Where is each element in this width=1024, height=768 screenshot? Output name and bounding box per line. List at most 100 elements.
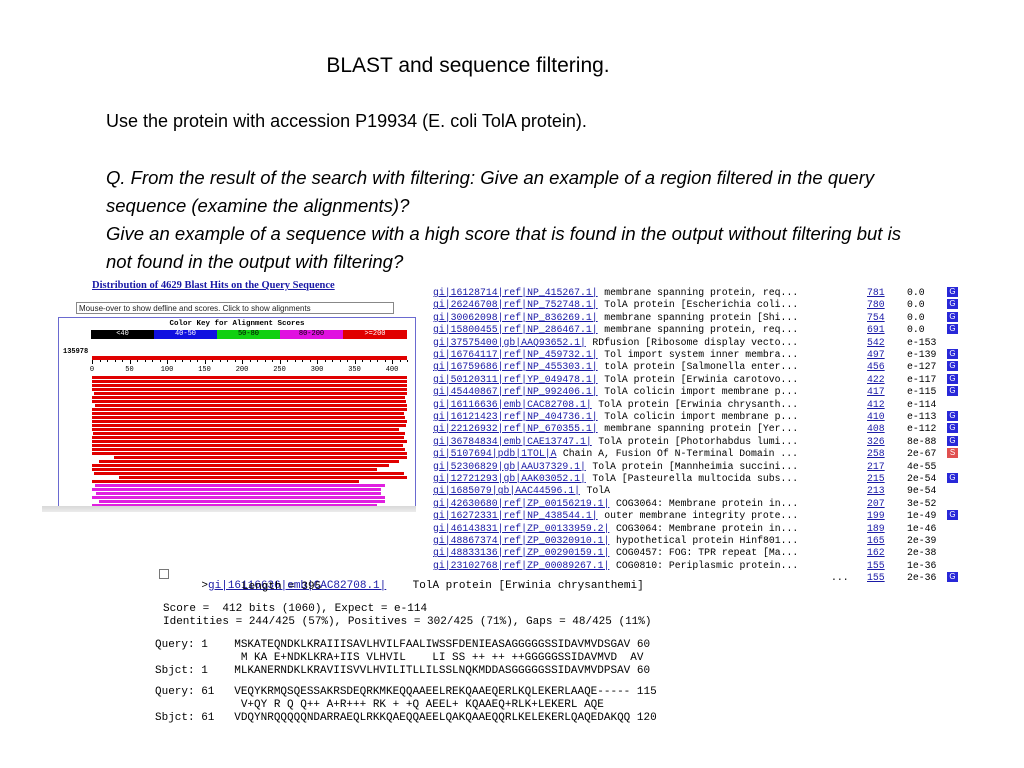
hit-id-link[interactable]: gi|36784834|emb|CAE13747.1| [433,435,592,447]
hit-score-link[interactable]: 155 [867,572,885,584]
hit-bar[interactable] [92,480,359,483]
hit-bar[interactable] [92,408,407,411]
hit-bar[interactable] [95,484,385,487]
hit-bar[interactable] [92,416,405,419]
hit-id-link[interactable]: gi|1685079|gb|AAC44596.1| [433,485,580,497]
hit-score-link[interactable]: 781 [867,287,885,298]
hit-score-link[interactable]: 165 [867,535,885,546]
hit-score-link[interactable]: 213 [867,485,885,497]
hit-score-link[interactable]: 780 [867,299,885,311]
hit-bar[interactable] [99,500,385,503]
hit-score-link[interactable]: 408 [867,423,885,435]
hit-score-link[interactable]: 189 [867,522,885,534]
hit-bar[interactable] [92,504,377,507]
hit-id-link[interactable]: gi|16272331|ref|NP_438544.1| [433,510,598,522]
gene-link-icon[interactable]: G [947,361,958,372]
gene-link-icon[interactable]: G [947,299,958,310]
hit-bar[interactable] [92,412,404,415]
alignment-hit-link[interactable]: gi|16116636|emb|CAC82708.1| [208,580,387,592]
hit-score-link[interactable]: 326 [867,435,885,447]
hit-id-link[interactable]: gi|52306829|gb|AAU37329.1| [433,460,586,472]
hit-bar[interactable] [92,464,389,467]
hit-bar[interactable] [119,476,407,479]
hit-bar[interactable] [92,396,405,399]
hit-id-link[interactable]: gi|42630680|ref|ZP_00156219.1| [433,497,610,509]
hit-id-link[interactable]: gi|12721293|gb|AAK03052.1| [433,473,586,484]
hit-id-link[interactable]: gi|16128714|ref|NP_415267.1| [433,287,598,298]
hit-score-link[interactable]: 456 [867,361,885,373]
hit-bar[interactable] [92,468,377,471]
hit-bar[interactable] [93,432,405,435]
hit-bar[interactable] [96,492,381,495]
hit-id-link[interactable]: gi|37575400|gb|AAQ93652.1| [433,336,586,348]
hit-score-link[interactable]: 155 [867,559,885,571]
gene-link-icon[interactable]: G [947,423,958,434]
select-checkbox[interactable] [159,569,169,579]
hit-bar[interactable] [94,472,404,475]
hit-score-link[interactable]: 207 [867,497,885,509]
hit-score-link[interactable]: 162 [867,547,885,559]
hit-id-link[interactable]: gi|23102768|ref|ZP_00089267.1| [433,559,610,571]
hit-id-link[interactable]: gi|16764117|ref|NP_459732.1| [433,349,598,360]
hit-id-link[interactable]: gi|15800455|ref|NP_286467.1| [433,324,598,336]
distribution-link[interactable]: Distribution of 4629 Blast Hits on the Q… [92,280,335,291]
hit-score-link[interactable]: 497 [867,349,885,360]
hit-score-link[interactable]: 542 [867,336,885,348]
hit-id-link[interactable]: gi|48833136|ref|ZP_00290159.1| [433,547,610,559]
gene-link-icon[interactable]: G [947,349,958,359]
hit-bar[interactable] [92,376,407,379]
hit-bar[interactable] [92,436,404,439]
gene-link-icon[interactable]: G [947,473,958,483]
hit-bar[interactable] [92,380,407,383]
hit-score-link[interactable]: 410 [867,411,885,422]
hit-score-link[interactable]: 215 [867,473,885,484]
hit-id-link[interactable]: gi|48867374|ref|ZP_00320910.1| [433,535,610,546]
gene-link-icon[interactable]: G [947,311,958,322]
hit-score-link[interactable]: 754 [867,311,885,323]
hit-bar[interactable] [92,424,406,427]
hit-distribution-frame[interactable]: Color Key for Alignment Scores <40 40-50… [58,317,416,507]
hit-bar[interactable] [92,384,407,387]
hit-id-link[interactable]: gi|26246708|ref|NP_752748.1| [433,299,598,311]
gene-link-icon[interactable]: G [947,435,958,446]
hit-id-link[interactable]: gi|46143831|ref|ZP_00133959.2| [433,522,610,534]
hit-score-link[interactable]: 217 [867,460,885,472]
hit-id-link[interactable]: gi|16121423|ref|NP_404736.1| [433,411,598,422]
hit-id-link[interactable]: gi|30062098|ref|NP_836269.1| [433,311,598,323]
hit-score-link[interactable]: 691 [867,324,885,336]
hit-id-link[interactable]: gi|16759686|ref|NP_455303.1| [433,361,598,373]
hit-bar[interactable] [92,448,405,451]
gene-link-icon[interactable]: G [947,287,958,297]
gene-link-icon[interactable]: G [947,324,958,335]
hit-bar[interactable] [92,428,399,431]
hit-id-link[interactable]: gi|50120311|ref|YP_049478.1| [433,373,598,385]
hit-id-link[interactable]: gi|22126932|ref|NP_670355.1| [433,423,598,435]
hit-bar[interactable] [114,456,407,459]
gene-link-icon[interactable]: G [947,572,958,583]
hit-bar[interactable] [92,452,407,455]
hit-id-link[interactable]: gi|16116636|emb|CAC82708.1| [433,398,592,410]
axis-minor-tick [204,360,206,362]
gene-link-icon[interactable]: G [947,411,958,421]
gene-link-icon[interactable]: G [947,386,958,397]
structure-link-icon[interactable]: S [947,448,958,459]
hit-bar[interactable] [92,496,385,499]
hit-bar[interactable] [94,392,407,395]
hit-bar[interactable] [92,440,407,443]
hit-score-link[interactable]: 258 [867,448,885,460]
hit-score-link[interactable]: 417 [867,386,885,398]
hit-bar[interactable] [92,420,407,423]
hit-bar[interactable] [95,404,407,407]
hit-bar[interactable] [99,460,399,463]
hit-bar[interactable] [92,488,381,491]
hit-bar[interactable] [92,444,403,447]
hit-score-link[interactable]: 412 [867,398,885,410]
hit-score-link[interactable]: 422 [867,373,885,385]
hit-id-link[interactable]: gi|45440867|ref|NP_992406.1| [433,386,598,398]
gene-link-icon[interactable]: G [947,373,958,384]
gene-link-icon[interactable]: G [947,510,958,521]
hit-bar[interactable] [92,400,406,403]
hit-bar[interactable] [92,388,407,391]
hit-score-link[interactable]: 199 [867,510,885,522]
hit-id-link[interactable]: gi|5107694|pdb|1TOL|A [433,448,557,460]
